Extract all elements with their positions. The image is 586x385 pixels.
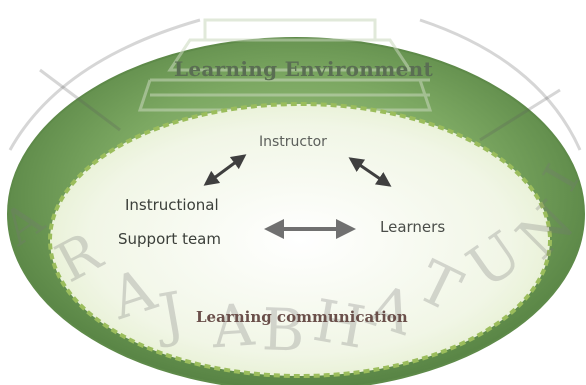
seal-watermark-strokes	[8, 18, 582, 151]
learning-environment-title: Learning Environment	[174, 57, 433, 81]
arrow-instructor-learners	[348, 157, 392, 187]
node-instructional-support-line2: Support team	[118, 230, 221, 248]
building-watermark-icon	[137, 18, 433, 112]
seal-watermark-letter: A	[209, 290, 257, 362]
node-instructional-support-line1: Instructional	[125, 196, 219, 214]
inner-communication-ellipse	[48, 102, 552, 378]
node-learners: Learners	[380, 218, 446, 236]
learning-communication-title: Learning communication	[196, 308, 408, 326]
node-instructor: Instructor	[259, 134, 327, 150]
arrow-instructor-support	[203, 154, 247, 186]
seal-watermark-letter: B	[260, 295, 306, 365]
